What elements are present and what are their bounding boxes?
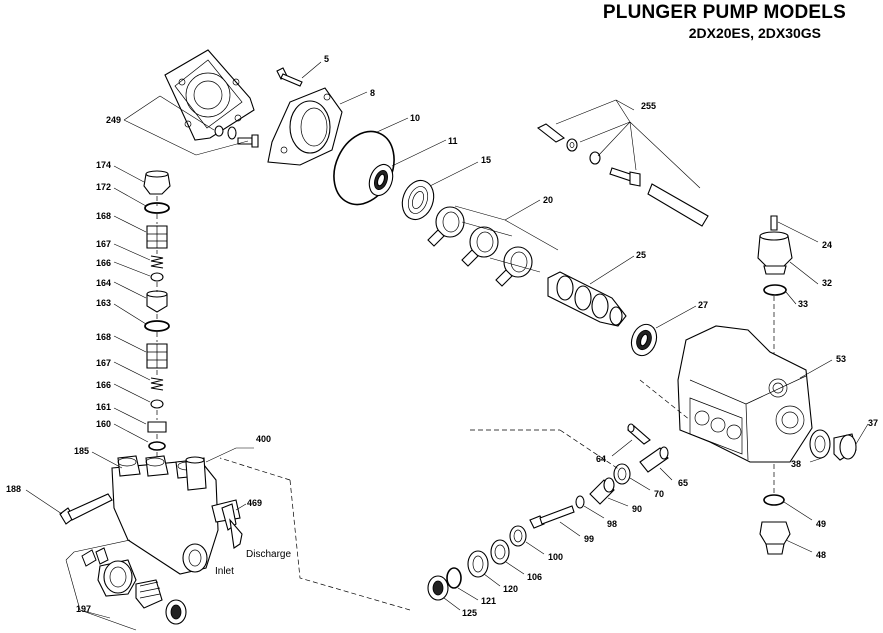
spring-167a xyxy=(150,255,164,269)
crankcase-53 xyxy=(677,325,813,463)
seal-125 xyxy=(427,575,449,601)
callout-166-lower: 166 xyxy=(96,380,111,390)
callout-37: 37 xyxy=(868,418,878,428)
manifold-185 xyxy=(111,455,241,575)
callout-27: 27 xyxy=(698,300,708,310)
callout-188: 188 xyxy=(6,484,21,494)
valve-cage-168b xyxy=(146,343,168,369)
callout-167-lower: 167 xyxy=(96,358,111,368)
washer-249 xyxy=(214,125,259,148)
callout-166-upper: 166 xyxy=(96,258,111,268)
callout-197: 197 xyxy=(76,604,91,614)
plug-174 xyxy=(143,170,171,195)
callout-469: 469 xyxy=(247,498,262,508)
roller-bearing-15 xyxy=(401,179,435,221)
callout-53: 53 xyxy=(836,354,846,364)
callout-249: 249 xyxy=(106,115,121,125)
callout-38: 38 xyxy=(791,459,801,469)
callout-65: 65 xyxy=(678,478,688,488)
plunger-90 xyxy=(589,477,615,505)
callout-5: 5 xyxy=(324,54,329,64)
callout-33: 33 xyxy=(798,299,808,309)
sight-glass-38 xyxy=(809,429,831,459)
callout-15: 15 xyxy=(481,155,491,165)
valve-cage-168a xyxy=(146,225,168,249)
valve-seat-164 xyxy=(146,290,168,313)
packing-106 xyxy=(490,539,510,565)
callout-400: 400 xyxy=(256,434,271,444)
plunger-guide-65 xyxy=(639,446,669,473)
spacer-100 xyxy=(509,525,527,547)
callout-255: 255 xyxy=(641,101,656,111)
valve-166b xyxy=(150,399,164,409)
label-discharge: Discharge xyxy=(246,549,291,560)
o-ring-49 xyxy=(763,494,785,506)
drain-plug-48 xyxy=(759,521,791,555)
valve-166a xyxy=(150,272,164,282)
unloader-400 xyxy=(185,456,207,491)
callout-98: 98 xyxy=(607,519,617,529)
inlet-kit-197 xyxy=(81,547,187,625)
crankshaft-25 xyxy=(547,271,627,327)
callout-48: 48 xyxy=(816,550,826,560)
callout-24: 24 xyxy=(822,240,832,250)
callout-120: 120 xyxy=(503,584,518,594)
diagram-title: PLUNGER PUMP MODELS xyxy=(602,2,846,23)
o-ring-163 xyxy=(144,320,170,332)
connecting-rod-20c xyxy=(495,246,533,287)
ball-bearing-27 xyxy=(630,323,658,357)
callout-8: 8 xyxy=(370,88,375,98)
callout-20: 20 xyxy=(543,195,553,205)
callout-167-upper: 167 xyxy=(96,239,111,249)
callout-90: 90 xyxy=(632,504,642,514)
ball-bearing-11 xyxy=(368,163,394,197)
callout-174: 174 xyxy=(96,160,111,170)
callout-64: 64 xyxy=(596,454,606,464)
dipstick-kit-255 xyxy=(536,123,709,227)
o-ring-33 xyxy=(763,284,787,296)
diagram-subtitle: 2DX20ES, 2DX30GS xyxy=(688,25,821,41)
callout-185: 185 xyxy=(74,446,89,456)
callout-125: 125 xyxy=(462,608,477,618)
callout-160: 160 xyxy=(96,419,111,429)
seal-70 xyxy=(613,463,631,485)
callout-168-lower: 168 xyxy=(96,332,111,342)
callout-99: 99 xyxy=(584,534,594,544)
oil-cap-32 xyxy=(757,215,793,275)
o-ring-121 xyxy=(446,567,462,589)
o-ring-172 xyxy=(144,202,170,214)
callout-163: 163 xyxy=(96,298,111,308)
callout-11: 11 xyxy=(448,136,458,146)
drain-plug-37 xyxy=(833,433,857,461)
callout-10: 10 xyxy=(410,113,420,123)
bolt-5 xyxy=(276,67,303,87)
callout-161: 161 xyxy=(96,402,111,412)
connecting-rod-20a xyxy=(427,206,465,247)
label-inlet: Inlet xyxy=(215,566,234,577)
callout-168-upper: 168 xyxy=(96,211,111,221)
callout-172: 172 xyxy=(96,182,111,192)
callout-70: 70 xyxy=(654,489,664,499)
valve-161 xyxy=(147,421,167,433)
callout-25: 25 xyxy=(636,250,646,260)
connecting-rod-20b xyxy=(461,226,499,267)
callout-121: 121 xyxy=(481,596,496,606)
retainer-120 xyxy=(467,550,489,578)
callout-106: 106 xyxy=(527,572,542,582)
o-ring-160 xyxy=(148,441,166,451)
callout-164: 164 xyxy=(96,278,111,288)
washer-98 xyxy=(575,495,585,509)
bearing-flange-8 xyxy=(267,87,343,166)
bolt-99 xyxy=(529,505,575,529)
plunger-pin-64 xyxy=(627,423,651,445)
callout-49: 49 xyxy=(816,519,826,529)
bolt-188 xyxy=(59,493,113,525)
spring-167b xyxy=(150,377,164,391)
callout-32: 32 xyxy=(822,278,832,288)
callout-100: 100 xyxy=(548,552,563,562)
cover-plate-249 xyxy=(164,49,255,141)
fitting-469 xyxy=(221,503,243,549)
